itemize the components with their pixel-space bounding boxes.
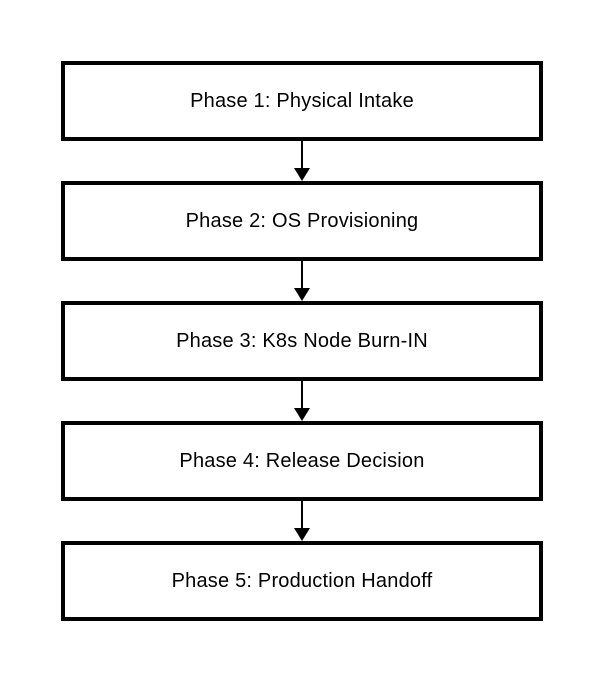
- flow-node-phase-3: Phase 3: K8s Node Burn-IN: [61, 301, 543, 381]
- arrow-shaft: [301, 141, 303, 168]
- arrow-down-icon: [294, 528, 310, 541]
- flow-arrow-3-to-4: [294, 381, 310, 421]
- flow-node-phase-2: Phase 2: OS Provisioning: [61, 181, 543, 261]
- arrow-shaft: [301, 381, 303, 408]
- arrow-shaft: [301, 501, 303, 528]
- arrow-down-icon: [294, 288, 310, 301]
- flow-node-label: Phase 2: OS Provisioning: [185, 209, 419, 232]
- flow-node-label: Phase 5: Production Handoff: [171, 569, 433, 592]
- flow-node-label: Phase 1: Physical Intake: [190, 89, 414, 112]
- arrow-shaft: [301, 261, 303, 288]
- arrow-down-icon: [294, 408, 310, 421]
- flow-arrow-4-to-5: [294, 501, 310, 541]
- flow-node-phase-4: Phase 4: Release Decision: [61, 421, 543, 501]
- flow-node-label: Phase 3: K8s Node Burn-IN: [176, 329, 428, 352]
- arrow-down-icon: [294, 168, 310, 181]
- flow-arrow-2-to-3: [294, 261, 310, 301]
- flow-arrow-1-to-2: [294, 141, 310, 181]
- flow-node-label: Phase 4: Release Decision: [179, 449, 425, 472]
- flow-node-phase-1: Phase 1: Physical Intake: [61, 61, 543, 141]
- flow-node-phase-5: Phase 5: Production Handoff: [61, 541, 543, 621]
